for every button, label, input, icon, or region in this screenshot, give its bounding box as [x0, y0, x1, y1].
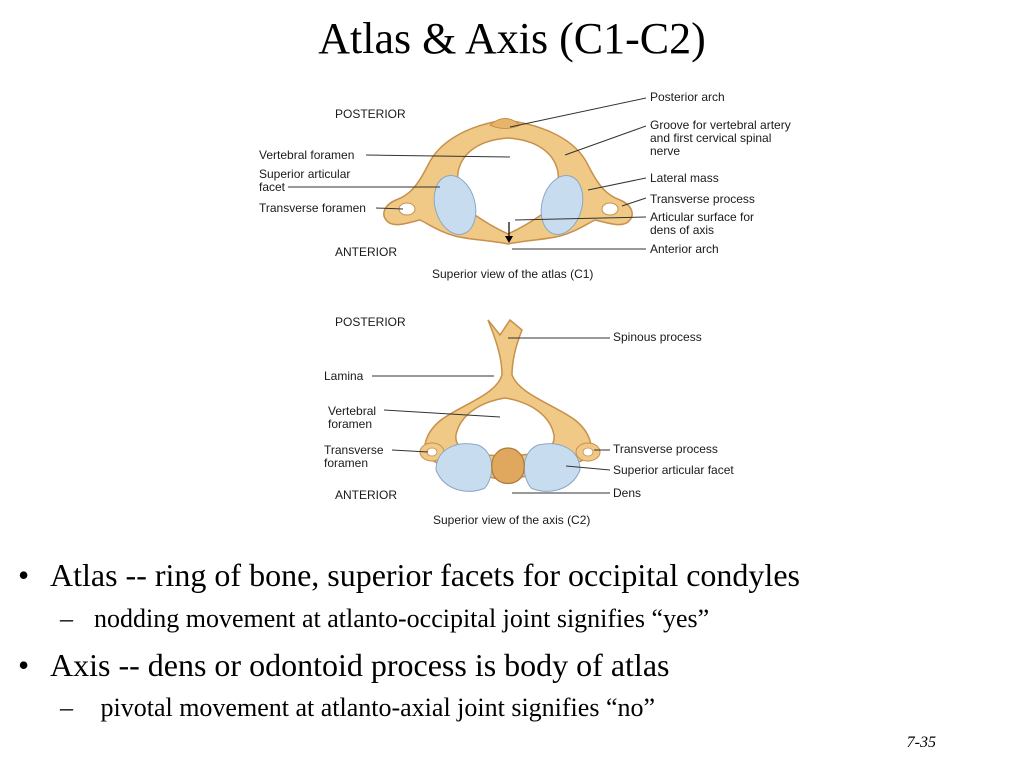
sub-bullet-marker: – [60, 693, 73, 722]
axis-caption: Superior view of the axis (C2) [433, 513, 591, 527]
sub-bullet-marker: – [60, 604, 73, 633]
atlas-illustration [383, 118, 633, 245]
sub-bullet-atlas-text: nodding movement at atlanto-occipital jo… [94, 604, 710, 633]
axis-vertebral-foramen-label: Vertebral foramen [328, 404, 377, 431]
axis-transverse-foramen-label: Transverse foramen [324, 443, 384, 470]
axis-posterior-label: POSTERIOR [335, 315, 406, 329]
atlas-posterior-arch-label: Posterior arch [650, 90, 725, 104]
atlas-groove-label: Groove for vertebral artery and first ce… [650, 118, 791, 158]
bullet-marker: • [18, 647, 30, 683]
axis-spinous-process-label: Spinous process [613, 330, 702, 344]
slide-number: 7-35 [906, 734, 936, 751]
atlas-superior-articular-facet-label: Superior articular facet [259, 167, 351, 194]
axis-leader-lines [372, 337, 611, 494]
atlas-lateral-mass-label: Lateral mass [650, 171, 719, 185]
axis-dens-label: Dens [613, 486, 642, 500]
bullet-atlas-text: Atlas -- ring of bone, superior facets f… [50, 557, 800, 593]
axis-transverse-process-label: Transverse process [613, 442, 718, 456]
atlas-articular-surface-label: Articular surface for dens of axis [650, 210, 755, 237]
bullet-axis-text: Axis -- dens or odontoid process is body… [50, 647, 670, 683]
atlas-anterior-label: ANTERIOR [335, 245, 398, 259]
atlas-transverse-process-label: Transverse process [650, 192, 755, 206]
slide-title: Atlas & Axis (C1-C2) [318, 14, 706, 63]
atlas-leader-lines [288, 97, 647, 250]
atlas-caption: Superior view of the atlas (C1) [432, 267, 594, 281]
atlas-anterior-arch-label: Anterior arch [650, 242, 719, 256]
axis-superior-articular-facet-label: Superior articular facet [613, 463, 734, 477]
axis-illustration [419, 318, 601, 492]
axis-lamina-label: Lamina [324, 369, 364, 383]
atlas-posterior-label: POSTERIOR [335, 107, 406, 121]
bullet-marker: • [18, 557, 30, 593]
sub-bullet-axis-text: pivotal movement at atlanto-axial joint … [94, 693, 656, 722]
axis-anterior-label: ANTERIOR [335, 488, 398, 502]
atlas-vertebral-foramen-label: Vertebral foramen [259, 148, 355, 162]
atlas-transverse-foramen-label: Transverse foramen [259, 201, 366, 215]
